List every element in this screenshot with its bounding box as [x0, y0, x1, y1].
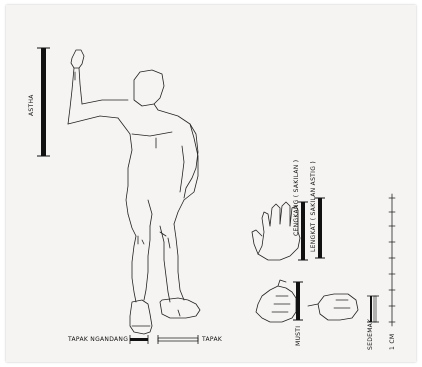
- tapak-ngandang-bar: [130, 338, 148, 341]
- measurement-bars: [37, 48, 379, 344]
- label-lengkat: LENGKAT ( SAKILAN ASTIG ): [310, 161, 317, 252]
- label-musti: MUSTI: [295, 326, 302, 346]
- small-fist-drawing: [308, 294, 358, 320]
- label-astha: ASTHA: [28, 94, 35, 116]
- label-cengkang: CENGKANG ( SAKILAN ): [293, 160, 300, 236]
- fist-drawing: [256, 280, 296, 322]
- astha-bar: [41, 48, 46, 156]
- tapak-bar: [158, 338, 198, 341]
- musti-bar: [296, 282, 300, 320]
- label-rai: 1 CM: [389, 334, 396, 350]
- label-tapak-ngandang: TAPAK NGANDANG: [67, 336, 128, 343]
- lengkat-bar: [318, 198, 322, 258]
- label-tapak: TAPAK: [201, 336, 223, 343]
- sedemak-bar: [370, 296, 372, 322]
- human-figure: [68, 50, 200, 334]
- cengkang-bar: [301, 202, 305, 260]
- vertical-ruler: [389, 194, 395, 326]
- label-sedemak: SEDEMAK: [367, 318, 374, 350]
